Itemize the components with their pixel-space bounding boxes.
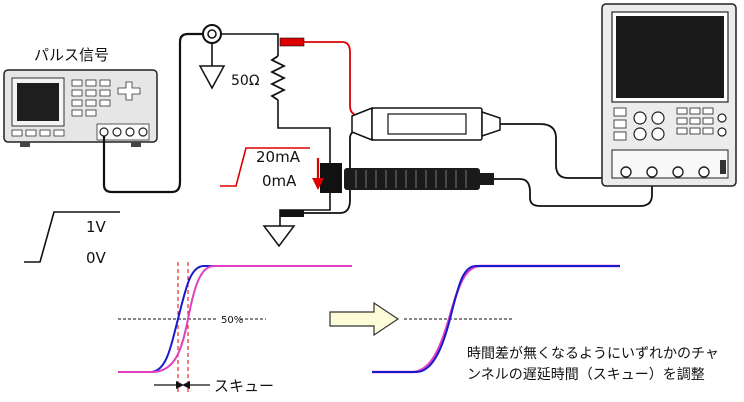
- voltage-high-label: 1V: [86, 218, 107, 236]
- ground-symbol-bottom: [262, 225, 296, 248]
- resistor-label: 50Ω: [231, 73, 260, 89]
- caption-line-1: 時間差が無くなるようにいずれかのチャ: [467, 346, 719, 362]
- voltage-trace: [118, 265, 352, 373]
- timing-graph-before: [118, 262, 352, 392]
- red-probe-tip-top: [279, 37, 305, 47]
- voltage-step-waveform: [24, 211, 120, 263]
- ground-symbol-top: [198, 65, 226, 90]
- bnc-connector: [202, 24, 222, 44]
- current-probe: [320, 163, 494, 193]
- current-high-label: 20mA: [256, 148, 301, 166]
- current-low-label: 0mA: [262, 172, 297, 190]
- pulse-generator: [3, 69, 158, 147]
- black-probe-tip: [280, 210, 304, 217]
- threshold-label: 50%: [221, 315, 243, 326]
- skew-label: スキュー: [214, 377, 274, 395]
- current-trace: [118, 265, 352, 373]
- generator-cable: [102, 32, 203, 194]
- scope-screen: [616, 16, 724, 98]
- red-probe-lead: [304, 41, 370, 117]
- caption-line-2: ンネルの遅延時間（スキュー）を調整: [467, 367, 705, 383]
- current-step-waveform: [220, 147, 310, 187]
- resistor: [269, 55, 287, 101]
- timing-graph-after: [372, 264, 620, 374]
- oscilloscope: [601, 3, 737, 187]
- current-direction-arrow: [312, 178, 324, 190]
- voltage-trace-aligned: [372, 265, 620, 373]
- differential-probe: [351, 106, 501, 142]
- voltage-low-label: 0V: [86, 249, 107, 267]
- pulse-signal-label: パルス信号: [34, 46, 109, 64]
- adjustment-arrow: [329, 301, 400, 337]
